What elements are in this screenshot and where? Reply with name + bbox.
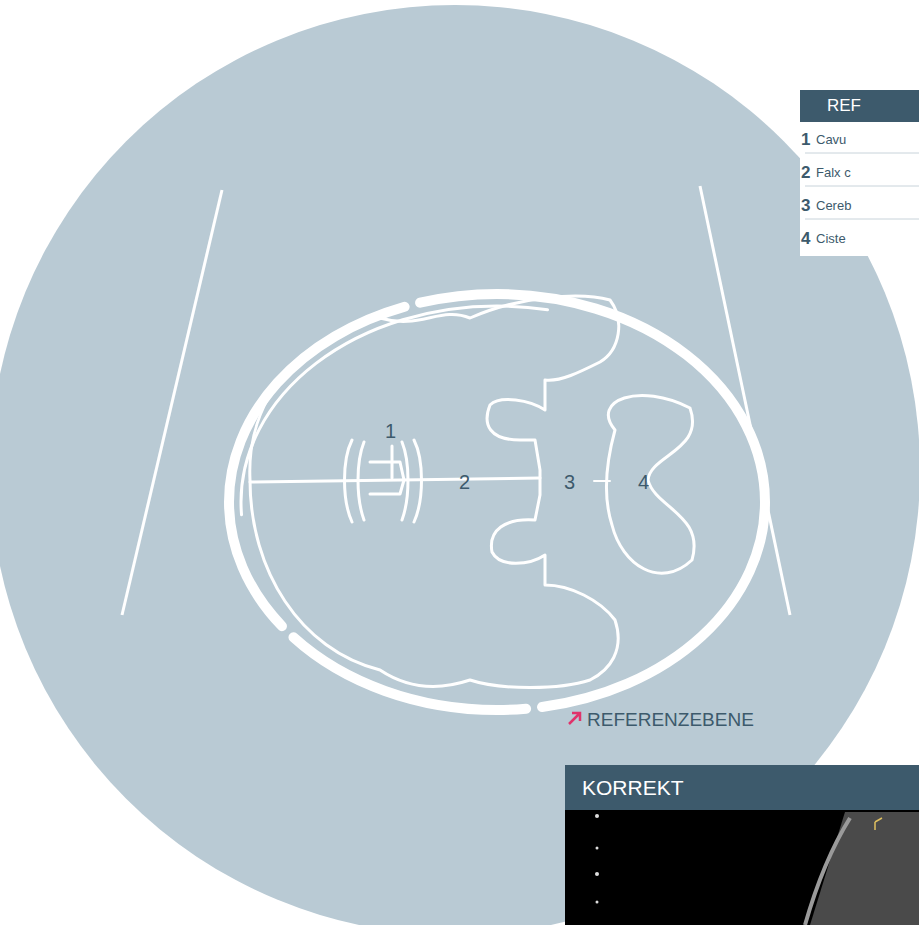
arrow-icon bbox=[569, 101, 822, 724]
header-text: KORREKT bbox=[582, 776, 684, 800]
row-text: Falx c bbox=[816, 166, 851, 179]
section-heading: REFERENZEBENE bbox=[587, 710, 754, 729]
row-number: 1 bbox=[801, 131, 810, 148]
header-text: REF bbox=[827, 96, 861, 116]
table-panel bbox=[800, 90, 919, 256]
row-number: 3 bbox=[801, 197, 810, 214]
probe-line bbox=[122, 190, 222, 615]
cavum-arcs bbox=[345, 440, 422, 522]
brain-outline bbox=[250, 296, 619, 687]
callout-number: 3 bbox=[564, 472, 575, 492]
header-box: REF bbox=[800, 90, 919, 122]
row-text: Ciste bbox=[816, 232, 846, 245]
leader-line bbox=[594, 480, 610, 482]
row-text: Cereb bbox=[816, 199, 851, 212]
row-number: 2 bbox=[801, 164, 810, 181]
callout-number: 1 bbox=[385, 421, 396, 441]
head-drawing bbox=[229, 294, 765, 710]
leader-line bbox=[391, 446, 394, 478]
row-number: 4 bbox=[801, 230, 810, 247]
ultrasound-echo bbox=[805, 818, 850, 925]
midline bbox=[250, 478, 540, 482]
row-text: Cavu bbox=[816, 133, 846, 146]
callout-number: 4 bbox=[638, 472, 649, 492]
scale-dots bbox=[595, 814, 599, 904]
table-rules bbox=[805, 153, 919, 219]
skull-outline bbox=[229, 294, 765, 710]
callout-number: 2 bbox=[459, 472, 470, 492]
probe-line bbox=[700, 186, 790, 615]
header-box: KORREKT bbox=[565, 765, 919, 810]
cavum-box bbox=[370, 462, 404, 494]
cisterna-outline bbox=[606, 395, 694, 573]
marker bbox=[875, 818, 882, 830]
background-circle bbox=[0, 5, 919, 925]
ultrasound-image bbox=[565, 810, 919, 925]
